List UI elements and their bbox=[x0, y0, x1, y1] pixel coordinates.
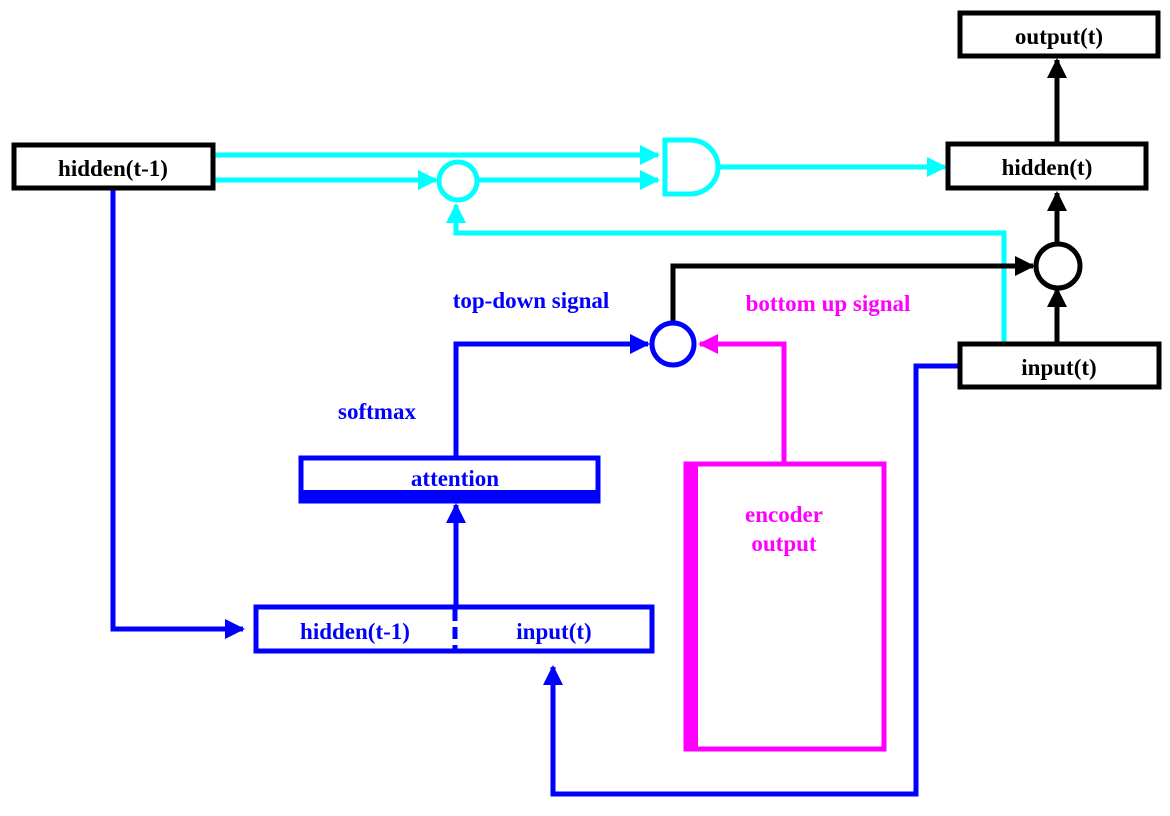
hidden-box bbox=[945, 141, 1149, 191]
attention-merge-circle bbox=[649, 320, 697, 368]
combine-circle bbox=[1033, 241, 1083, 291]
blue-edge-attention-to-circle bbox=[453, 334, 650, 456]
cyan-and-gate bbox=[662, 137, 721, 197]
magenta-edge-encoder-to-attn-circle bbox=[698, 334, 787, 462]
input-box-label: input(t) bbox=[1021, 355, 1096, 380]
attention-box-base bbox=[301, 490, 598, 501]
concat-input-label: input(t) bbox=[516, 619, 591, 644]
output-box-label: output(t) bbox=[1015, 24, 1103, 49]
cyan-gate-circle bbox=[436, 159, 480, 203]
blue-edge-hidden-prev-to-concat bbox=[110, 190, 245, 639]
concat-hidden-prev-label: hidden(t-1) bbox=[300, 619, 410, 644]
cyan-edge-input-to-circle bbox=[446, 203, 1007, 342]
hidden-prev-box-label: hidden(t-1) bbox=[58, 156, 168, 181]
encoder-output-label-2: output bbox=[751, 531, 817, 556]
softmax-label: softmax bbox=[338, 399, 416, 424]
hidden-box-label: hidden(t) bbox=[1002, 155, 1093, 180]
output-box bbox=[957, 10, 1161, 59]
top-down-signal-label: top-down signal bbox=[453, 288, 610, 313]
encoder-output-edge bbox=[684, 464, 698, 751]
encoder-output-label-1: encoder bbox=[745, 502, 823, 527]
input-box bbox=[957, 341, 1162, 390]
hidden-prev-box bbox=[11, 142, 216, 191]
blue-edge-input-to-concat bbox=[543, 363, 958, 797]
encoder-output-box bbox=[683, 461, 887, 752]
bottom-up-signal-label: bottom up signal bbox=[746, 291, 911, 316]
black-edge-attn-circle-to-circle bbox=[670, 256, 1035, 322]
attention-box-label: attention bbox=[411, 466, 499, 491]
